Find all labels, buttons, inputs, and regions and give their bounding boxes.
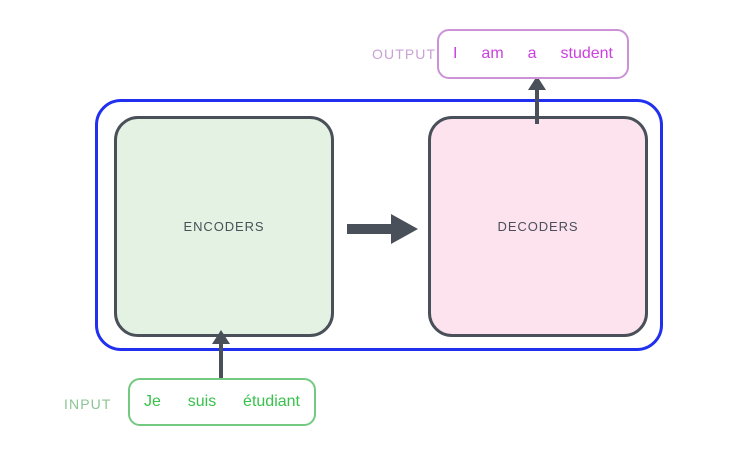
output-token: a <box>527 45 537 62</box>
model-container <box>95 99 663 351</box>
input-token: étudiant <box>243 393 300 410</box>
encoders-to-decoders-arrow <box>347 214 418 244</box>
output-token: am <box>481 45 504 62</box>
output-token: student <box>560 45 613 62</box>
input-token-box[interactable]: Je suis étudiant <box>128 378 316 426</box>
encoders-block[interactable]: ENCODERS <box>114 116 334 337</box>
output-caption: OUTPUT <box>372 46 437 62</box>
output-token-box[interactable]: I am a student <box>437 29 629 79</box>
decoders-label: DECODERS <box>497 219 579 234</box>
decoders-to-output-arrow <box>528 76 546 124</box>
input-caption: INPUT <box>64 396 112 412</box>
output-token: I <box>453 45 458 62</box>
input-to-encoders-arrow <box>212 330 230 386</box>
input-token: suis <box>187 393 217 410</box>
decoders-block[interactable]: DECODERS <box>428 116 648 337</box>
encoders-label: ENCODERS <box>183 219 265 234</box>
input-token: Je <box>144 393 161 410</box>
